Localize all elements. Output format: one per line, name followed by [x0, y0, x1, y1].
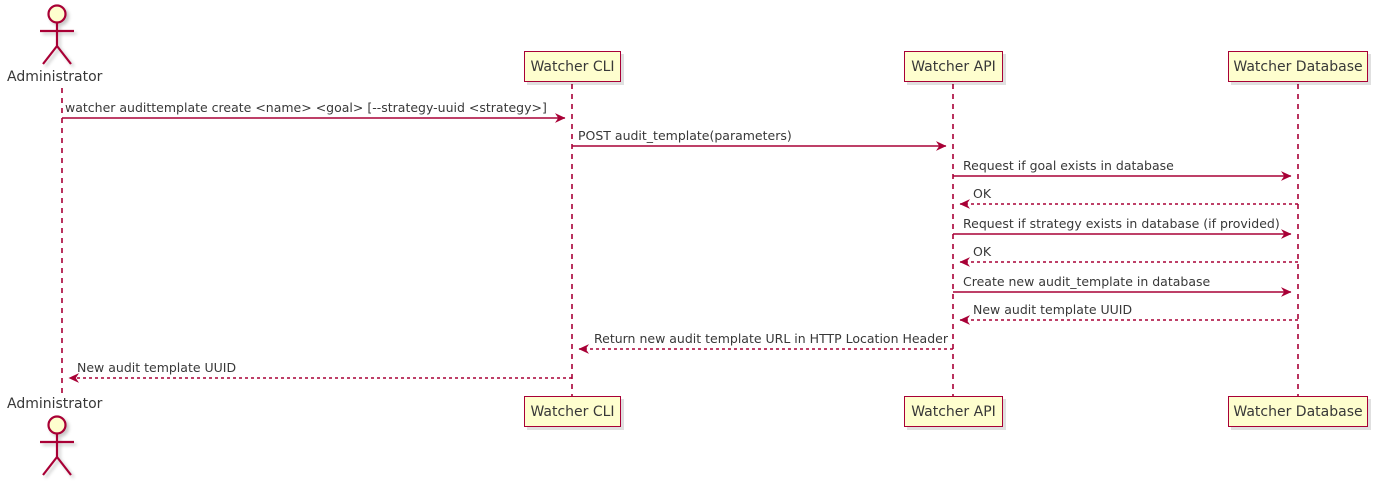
message-label-7: Create new audit_template in database [963, 274, 1211, 289]
participant-box-watcher-api-bottom[interactable]: Watcher API [904, 396, 1003, 427]
actor-label-administrator-top: Administrator [7, 69, 103, 85]
participant-label-watcher-db: Watcher Database [1233, 58, 1363, 75]
actor-label-administrator-bottom: Administrator [7, 396, 103, 412]
message-label-6: OK [973, 244, 992, 259]
participant-label-watcher-api: Watcher API [911, 403, 996, 420]
participant-label-watcher-api: Watcher API [911, 58, 996, 75]
actor-administrator-top [40, 4, 74, 65]
actor-administrator-bottom [40, 415, 74, 476]
message-label-3: Request if goal exists in database [963, 158, 1174, 173]
participant-box-watcher-cli-bottom[interactable]: Watcher CLI [524, 396, 621, 427]
message-label-1: watcher audittemplate create <name> <goa… [65, 100, 547, 115]
participant-label-watcher-cli: Watcher CLI [530, 403, 615, 420]
participant-box-watcher-db-top[interactable]: Watcher Database [1228, 51, 1368, 82]
participant-box-watcher-cli-top[interactable]: Watcher CLI [524, 51, 621, 82]
message-label-8: New audit template UUID [973, 302, 1133, 317]
participant-label-watcher-cli: Watcher CLI [530, 58, 615, 75]
message-arrows [62, 113, 1298, 383]
message-label-10: New audit template UUID [77, 360, 237, 375]
participant-label-watcher-db: Watcher Database [1233, 403, 1363, 420]
message-label-9: Return new audit template URL in HTTP Lo… [594, 331, 948, 346]
message-label-2: POST audit_template(parameters) [578, 128, 792, 143]
participant-box-watcher-db-bottom[interactable]: Watcher Database [1228, 396, 1368, 427]
lifelines [61, 84, 1299, 396]
participant-box-watcher-api-top[interactable]: Watcher API [904, 51, 1003, 82]
message-label-5: Request if strategy exists in database (… [963, 216, 1280, 231]
message-label-4: OK [973, 186, 992, 201]
